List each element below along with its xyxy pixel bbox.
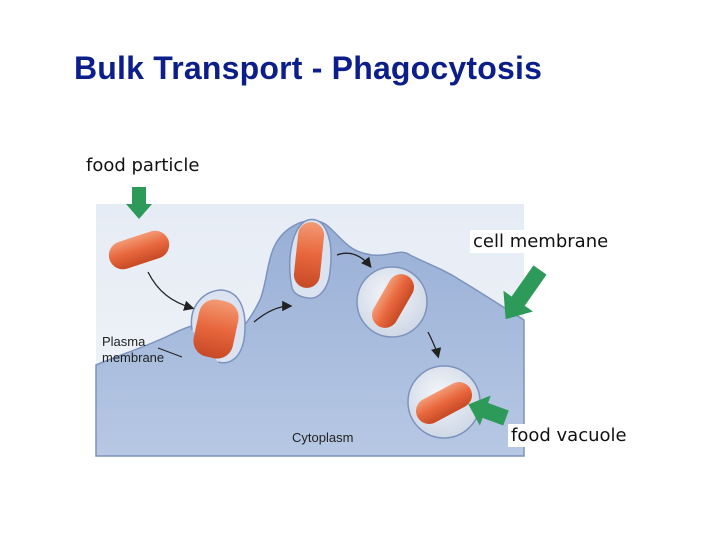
cell-membrane-label: cell membrane — [470, 230, 612, 253]
slide-title: Bulk Transport - Phagocytosis — [74, 50, 543, 86]
process-arrow-1 — [147, 271, 195, 311]
process-arrow-3 — [336, 252, 372, 269]
plasma-membrane-label-line1: Plasma — [102, 334, 146, 349]
food-vacuole-arrow-icon — [468, 395, 509, 426]
food-particle-in-food-vacuole — [415, 382, 473, 424]
food-particle-engulfing — [293, 222, 325, 288]
food-vacuole-label: food vacuole — [508, 424, 630, 447]
food-particle-label: food particle — [83, 154, 203, 177]
plasma-membrane-leader — [157, 347, 183, 358]
cell-membrane-arrow-icon — [503, 265, 547, 320]
plasma-membrane-label-line2: membrane — [102, 350, 164, 365]
process-arrow-4 — [427, 331, 442, 359]
food-particle-vacuole — [372, 274, 414, 328]
food-particle-arrow-icon — [126, 187, 152, 219]
food-particle-free — [108, 230, 170, 270]
food-particle-contact — [193, 299, 239, 359]
process-arrow-2 — [253, 300, 293, 323]
cytoplasm-label: Cytoplasm — [292, 430, 353, 445]
